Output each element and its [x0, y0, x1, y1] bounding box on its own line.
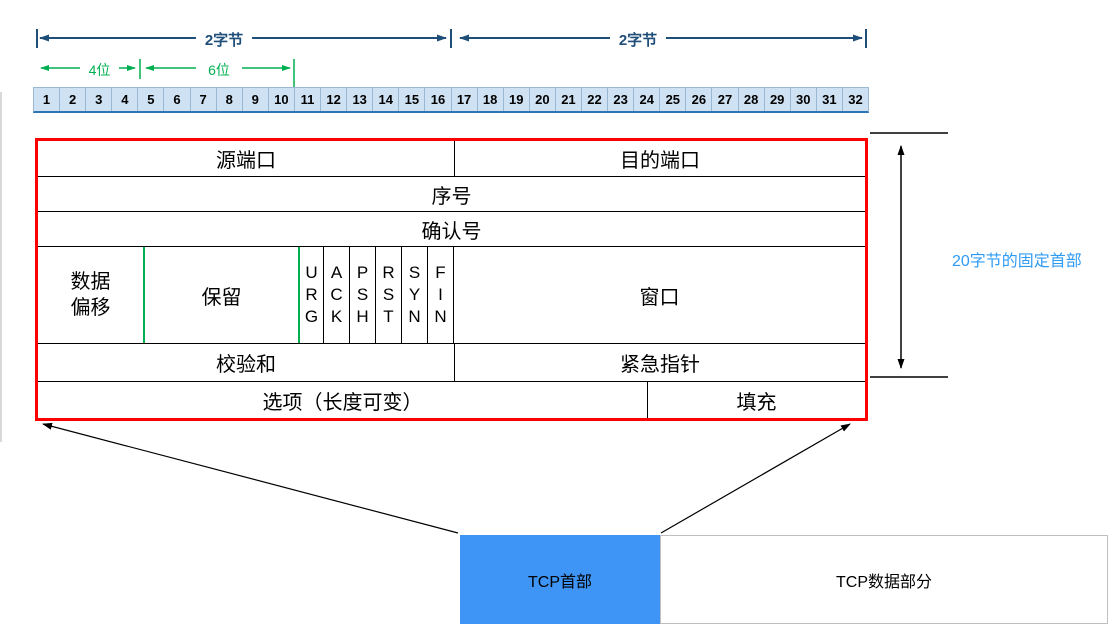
bit-number-cell: 9 [243, 88, 269, 111]
flag-letter: C [330, 284, 343, 304]
bit-number-cell: 5 [138, 88, 165, 111]
data-offset-line1: 数据 [70, 271, 111, 293]
flag-letter: I [438, 284, 443, 304]
segment-pointer-lines [42, 422, 851, 534]
bit-number-cell: 32 [848, 92, 863, 107]
bit-number-cell: 7 [191, 88, 217, 111]
bit-number-cell: 11 [295, 88, 322, 111]
bit-number-cell: 10 [269, 88, 295, 111]
flag-letter: Y [408, 284, 421, 304]
bit-number-cell: 12 [321, 88, 348, 111]
dest-port-cell: 目的端口 [620, 150, 700, 172]
fixed-header-extent [870, 132, 948, 378]
bit-number-cell: 2 [60, 88, 87, 111]
tcp-header-box: TCP首部 [460, 535, 660, 624]
bit-number-cell: 31 [817, 88, 843, 111]
options-cell: 选项（长度可变） [38, 382, 648, 418]
tcp-data-box: TCP数据部分 [660, 535, 1108, 624]
row-options: 选项（长度可变） 填充 [38, 381, 865, 418]
bit-number-cell: 19 [504, 88, 530, 111]
flag-psh: P S H [350, 247, 376, 343]
data-offset-cell: 数据 偏移 [38, 247, 143, 343]
bit-number-cell: 16 [425, 88, 452, 111]
tcp-header-table: 源端口 目的端口 序号 确认号 数据 偏移 保留 U R G A [35, 138, 868, 421]
acknowledgment-cell: 确认号 [421, 220, 482, 243]
bit-number-cell: 4 [112, 88, 139, 111]
bit-number-cell: 14 [373, 88, 400, 111]
flag-letter: K [330, 307, 343, 327]
data-offset-line2: 偏移 [70, 297, 111, 319]
flag-rst: R S T [376, 247, 402, 343]
flag-letter: U [305, 262, 318, 282]
flag-letter: N [434, 307, 447, 327]
data-offset-label: 数据 偏移 [71, 269, 111, 321]
reserved-cell: 保留 [143, 247, 298, 343]
flag-urg: U R G [298, 247, 324, 343]
bit-number-cell: 3 [86, 88, 113, 111]
flag-letter: P [356, 262, 369, 282]
bit-number-cell: 26 [686, 88, 713, 111]
flag-letter: G [304, 307, 319, 327]
source-port-cell: 源端口 [38, 141, 455, 176]
flag-syn: S Y N [402, 247, 428, 343]
bit-number-cell: 25 [660, 88, 687, 111]
flag-letter: F [435, 262, 446, 282]
bit-number-cell: 30 [791, 88, 817, 111]
bit-number-cell: 29 [765, 88, 791, 111]
bit-number-cell: 18 [478, 88, 504, 111]
flag-letter: R [382, 262, 395, 282]
flag-ack: A C K [324, 247, 350, 343]
padding-cell: 填充 [736, 391, 777, 414]
flag-letter: R [305, 284, 318, 304]
sequence-cell: 序号 [431, 185, 472, 208]
row-checksum: 校验和 紧急指针 [38, 343, 865, 381]
left-two-bytes-label: 2字节 [204, 32, 244, 49]
bit-number-cell: 15 [399, 88, 426, 111]
flag-letter: S [382, 284, 395, 304]
flag-fin: F I N [428, 247, 454, 343]
flag-letter: S [408, 262, 421, 282]
row-acknowledgment: 确认号 [38, 211, 865, 246]
window-cell: 窗口 [639, 286, 680, 309]
bit-number-cell: 20 [530, 88, 556, 111]
bit-number-cell: 6 [164, 88, 191, 111]
row-sequence: 序号 [38, 176, 865, 211]
row-ports: 源端口 目的端口 [38, 141, 865, 176]
bit-number-cell: 17 [452, 88, 478, 111]
bit-number-cell: 13 [347, 88, 374, 111]
fixed-header-note: 20字节的固定首部 [952, 253, 1082, 270]
six-bits-label: 6位 [208, 62, 230, 78]
bit-number-cell: 28 [739, 88, 765, 111]
flag-letter: S [356, 284, 369, 304]
flag-letter: A [330, 262, 343, 282]
flag-letter: N [408, 307, 421, 327]
bit-number-cell: 24 [634, 88, 661, 111]
flag-letter: H [356, 307, 369, 327]
bit-number-cell: 27 [712, 88, 739, 111]
window-edge-line [0, 92, 2, 442]
urgent-pointer-cell: 紧急指针 [620, 354, 700, 376]
bit-number-cell: 23 [608, 88, 635, 111]
bit-number-cell: 1 [34, 88, 61, 111]
row-flags: 数据 偏移 保留 U R G A C K P S H R S [38, 246, 865, 343]
bit-number-cell: 22 [582, 88, 609, 111]
flag-letter: T [383, 307, 394, 327]
right-two-bytes-label: 2字节 [618, 32, 658, 49]
four-bits-label: 4位 [88, 62, 111, 78]
bit-number-cell: 21 [556, 88, 582, 111]
checksum-cell: 校验和 [38, 344, 455, 381]
bit-number-cell: 8 [217, 88, 243, 111]
